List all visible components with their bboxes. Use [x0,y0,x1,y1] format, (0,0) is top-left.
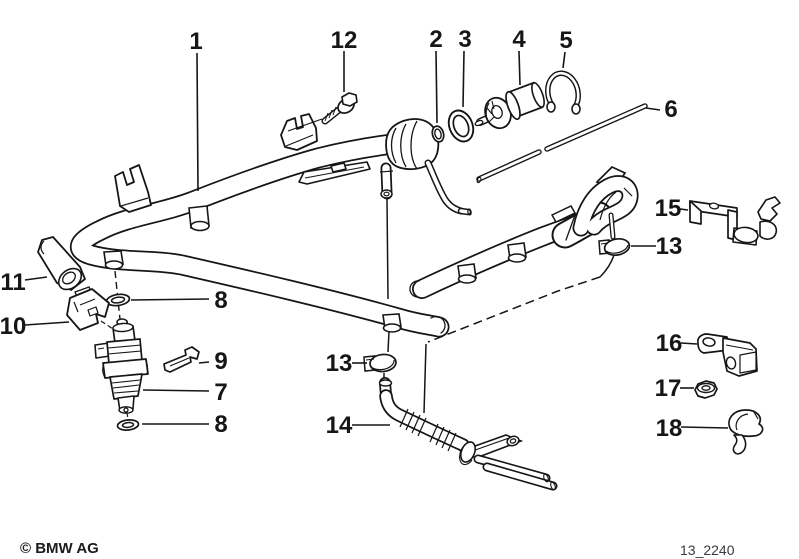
o-ring-upper [105,293,131,307]
callout-label-4: 4 [512,26,526,53]
callout-label-7: 7 [214,379,227,406]
vent-hose [424,159,472,216]
pressure-regulator [474,81,545,130]
lower-rail-ports [457,242,527,284]
electrical-connector [66,286,110,331]
nut-17 [694,380,718,399]
callout-label-16: 16 [656,330,683,357]
callout-label-13-right: 13 [656,233,683,260]
diagram-code: 13_2240 [680,542,735,558]
rail-strap [298,161,371,185]
protective-cap [37,236,86,291]
callout-label-2: 2 [429,26,442,53]
callout-label-11: 11 [0,269,25,296]
mounting-screw [287,92,358,132]
o-ring-small [431,125,445,143]
callout-label-9: 9 [214,348,227,375]
callout-label-6: 6 [664,96,677,123]
callout-label-13-left: 13 [326,350,353,377]
callout-label-10: 10 [0,313,26,340]
callout-label-3: 3 [458,26,471,53]
rail-injector-ports [103,205,402,333]
vent-hose-assembly [378,377,558,491]
vent-pipe [476,103,648,184]
fuel-rail-tubes [69,133,450,338]
hose-clamp-left [363,353,397,373]
o-ring-lower [116,419,140,431]
rail-holder-brackets [114,113,318,213]
callout-label-8-lower: 8 [214,411,227,438]
bracket-15 [689,196,781,246]
fuel-injector [94,318,149,414]
rail-vent-nipple [379,162,394,200]
callout-label-5: 5 [559,27,572,54]
rail-bellows-boot [385,118,440,171]
bracket-16 [697,333,758,377]
callout-label-18: 18 [656,415,683,442]
securing-clip [163,346,200,373]
callout-label-14: 14 [326,412,353,439]
o-ring-large [447,109,475,143]
callout-leader-lines [24,50,729,429]
callout-label-12: 12 [331,27,358,54]
callout-label-1: 1 [189,28,202,55]
lower-rail-elbow [550,165,639,240]
callout-label-15: 15 [655,195,682,222]
snap-ring [545,70,581,115]
callout-label-8-upper: 8 [214,287,227,314]
callout-label-17: 17 [655,375,682,402]
hose-clamp-right [598,237,631,257]
copyright-notice: © BMW AG [20,540,99,557]
clip-18 [728,409,764,455]
